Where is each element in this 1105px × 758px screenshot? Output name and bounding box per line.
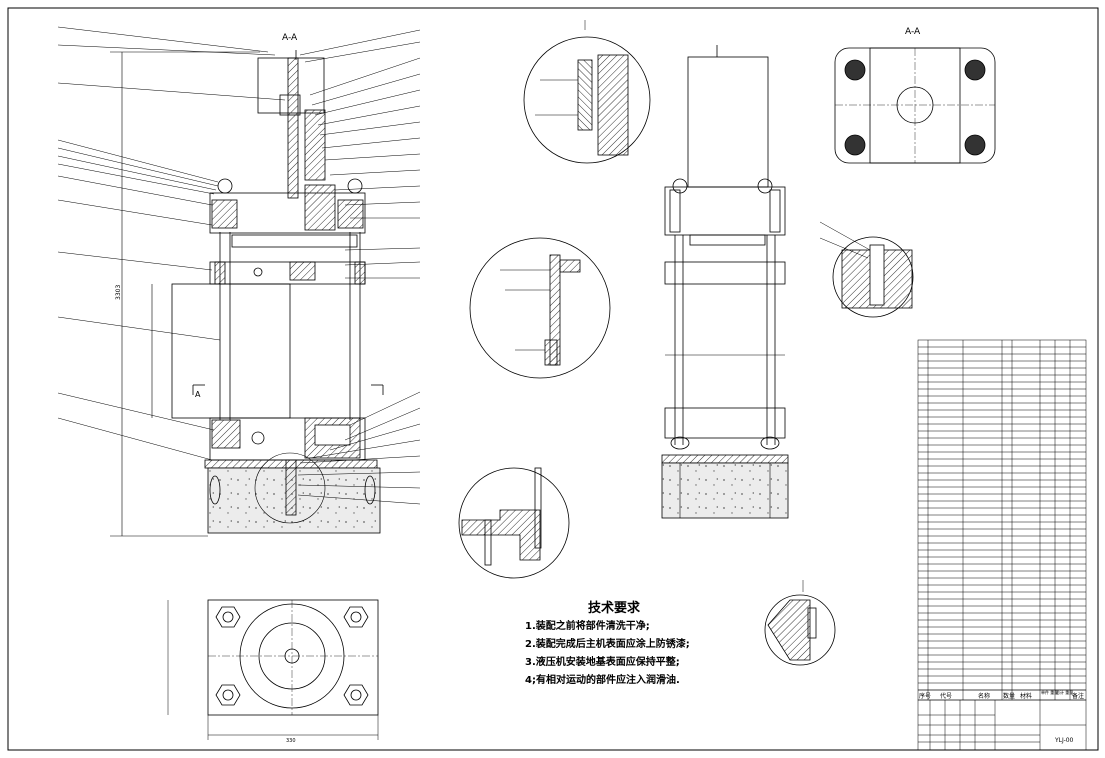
header-qty: 数量 [1003,692,1015,700]
detail-view-2 [469,237,611,379]
parts-table-header: 序号 代号 名称 数量 材料 单件 重量 总计 重量 备注 [919,689,1084,700]
requirement-3: 3.液压机安装地基表面应保持平整; [525,657,680,668]
leader-lines-left [57,26,286,461]
header-remark: 备注 [1072,692,1084,700]
front-view [661,45,789,519]
header-name: 名称 [978,692,990,700]
sheet-border [7,7,1099,751]
bottom-plan-view: 330 [167,599,379,744]
detail-view-3 [458,467,570,579]
requirement-2: 2.装配完成后主机表面应涂上防锈漆; [525,639,690,650]
detail-view-5 [819,221,914,318]
detail-view-4 [764,580,836,666]
header-code: 代号 [940,692,952,700]
leader-lines-right [297,29,421,505]
header-unit-weight: 单件 重量 [1041,689,1058,695]
cut-marker-left: A [195,390,201,399]
title-block [917,699,1087,751]
table-row-lines [918,346,1086,684]
requirement-1: 1.装配之前将部件清洗干净; [525,621,650,632]
parts-table [917,339,1087,701]
header-material: 材料 [1020,692,1032,700]
technical-requirements-title: 技术要求 [588,601,641,616]
overall-height-label: 3303 [115,285,122,300]
header-seq: 序号 [919,692,931,700]
section-a-a-label: A-A [905,27,921,37]
section-a-a-view: A-A [834,27,996,164]
bottom-width-label: 330 [286,738,296,744]
header-total-weight: 总计 重量 [1056,689,1073,695]
detail-view-1 [523,20,651,164]
height-dimension: 3303 [110,51,260,537]
drawing-number: YLJ-00 [1054,737,1074,744]
requirement-4: 4;有相对运动的部件应注入润滑油. [525,675,680,686]
main-section-label: A-A [282,33,298,43]
main-section-view: A-A A [171,33,384,534]
